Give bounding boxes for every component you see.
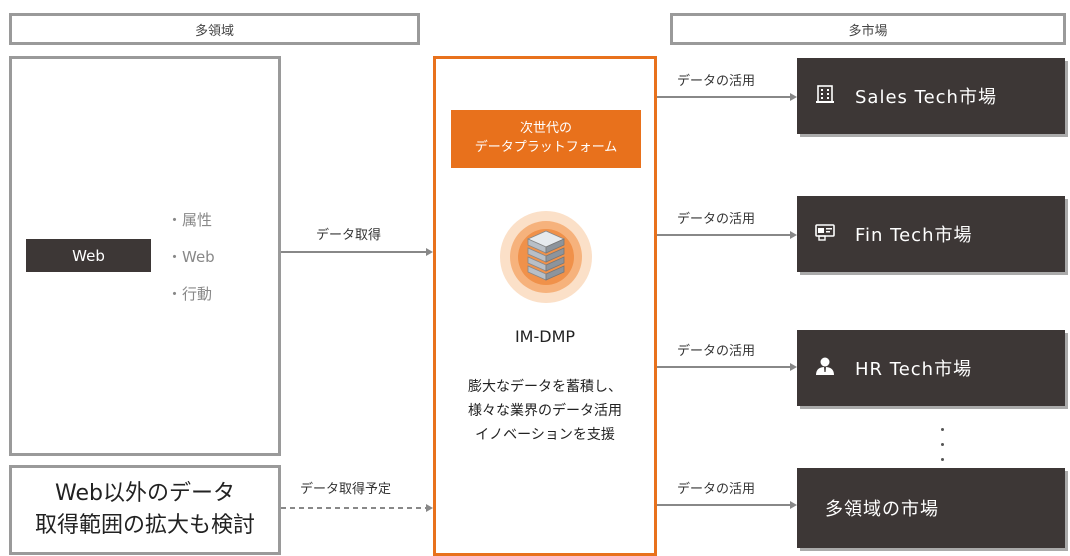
label-data-use-3: データの活用 <box>677 344 756 359</box>
ellipsis-dot-1 <box>941 428 944 431</box>
source-bullets: ・属性 ・Web ・行動 <box>167 209 277 320</box>
market-sales-tech: Sales Tech市場 <box>797 58 1065 134</box>
market-multi-domain-label: 多領域の市場 <box>825 499 939 520</box>
label-data-acquire: データ取得 <box>316 228 382 243</box>
market-multi-domain: 多領域の市場 <box>797 468 1065 548</box>
market-fin-tech-label: Fin Tech市場 <box>855 225 973 246</box>
label-data-use-1: データの活用 <box>677 74 756 89</box>
platform-desc-line3: イノベーションを支援 <box>475 427 615 443</box>
platform-desc-line1: 膨大なデータを蓄積し、 <box>468 379 622 395</box>
bullet-web: ・Web <box>167 248 215 266</box>
platform-column: 次世代の データプラットフォーム IM-DMP 膨大なデータを蓄積し、 様々な業… <box>433 56 657 556</box>
right-header: 多市場 <box>670 13 1066 45</box>
market-hr-tech: HR Tech市場 <box>797 330 1065 406</box>
bullet-attribute: ・属性 <box>167 211 213 229</box>
future-data-line1: Web以外のデータ <box>55 481 235 506</box>
web-label: Web <box>72 246 105 265</box>
ellipsis-dot-2 <box>941 443 944 446</box>
platform-tag-line1: 次世代の <box>519 121 572 136</box>
platform-description: 膨大なデータを蓄積し、 様々な業界のデータ活用 イノベーションを支援 <box>436 375 654 447</box>
label-data-use-4: データの活用 <box>677 482 756 497</box>
market-hr-tech-label: HR Tech市場 <box>855 359 973 380</box>
connector-lines <box>281 93 797 512</box>
market-sales-tech-label: Sales Tech市場 <box>855 87 997 108</box>
platform-tag-line2: データプラットフォーム <box>474 140 618 155</box>
card-terminal-icon <box>815 222 841 246</box>
platform-desc-line2: 様々な業界のデータ活用 <box>468 403 622 419</box>
building-icon <box>815 84 841 108</box>
platform-name: IM-DMP <box>514 327 576 346</box>
label-data-acquire-planned: データ取得予定 <box>300 482 392 497</box>
platform-tag: 次世代の データプラットフォーム <box>451 110 641 168</box>
web-source-box: Web ・属性 ・Web ・行動 <box>9 56 281 456</box>
ellipsis-dot-3 <box>941 458 944 461</box>
server-stack-icon <box>498 209 594 305</box>
label-data-use-2: データの活用 <box>677 212 756 227</box>
future-data-box: Web以外のデータ 取得範囲の拡大も検討 <box>9 465 281 555</box>
left-header: 多領域 <box>9 13 420 45</box>
bullet-behavior: ・行動 <box>167 285 213 303</box>
future-data-line2: 取得範囲の拡大も検討 <box>34 513 255 538</box>
person-icon <box>815 356 841 380</box>
web-label-box: Web <box>26 239 151 272</box>
market-fin-tech: Fin Tech市場 <box>797 196 1065 272</box>
